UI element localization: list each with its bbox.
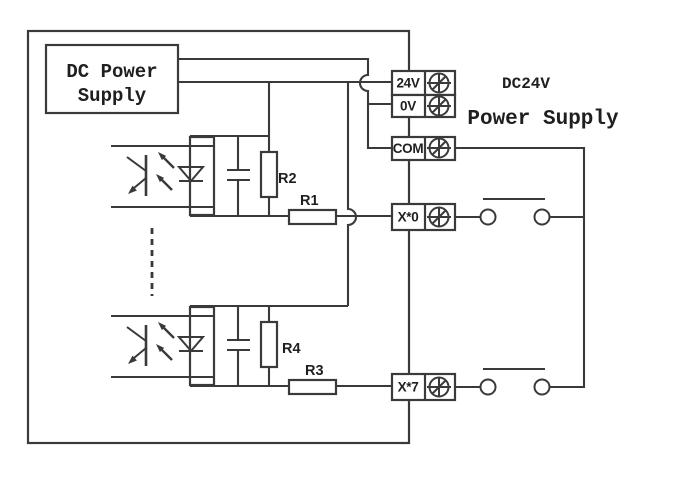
terminal-com: COM — [390, 135, 457, 162]
com-return-wire — [455, 146, 586, 389]
input-channel-x7 — [109, 304, 394, 396]
power-supply-label-line2: Power Supply — [467, 108, 619, 131]
dc-supply-label-line2: Supply — [78, 85, 147, 107]
dc-power-supply-box — [44, 43, 180, 115]
terminal-0v: 0V — [390, 93, 457, 119]
power-supply-label-line1: DC24V — [502, 75, 550, 93]
terminal-x0: X*0 — [390, 202, 457, 232]
x7-switch — [479, 367, 551, 396]
terminal-label-x7: X*7 — [398, 380, 419, 395]
input-channel-x0 — [109, 134, 394, 226]
resistor-label-r2: R2 — [278, 171, 297, 187]
terminal-label-x0: X*0 — [398, 210, 419, 225]
resistor-label-r3: R3 — [305, 363, 324, 379]
supply-wire-0v-com — [178, 57, 392, 150]
drop-wire-channel2 — [346, 82, 357, 306]
x0-switch — [479, 197, 551, 226]
terminal-24v: 24V — [390, 69, 457, 97]
dc-supply-label-line1: DC Power — [66, 61, 157, 83]
plc-outline-box — [26, 29, 411, 445]
terminal-label-0v: 0V — [400, 99, 416, 114]
resistor-label-r4: R4 — [282, 341, 301, 357]
terminal-label-24v: 24V — [396, 76, 419, 91]
terminal-label-com: COM — [393, 141, 424, 156]
terminal-x7: X*7 — [390, 372, 457, 402]
resistor-label-r1: R1 — [300, 193, 319, 209]
